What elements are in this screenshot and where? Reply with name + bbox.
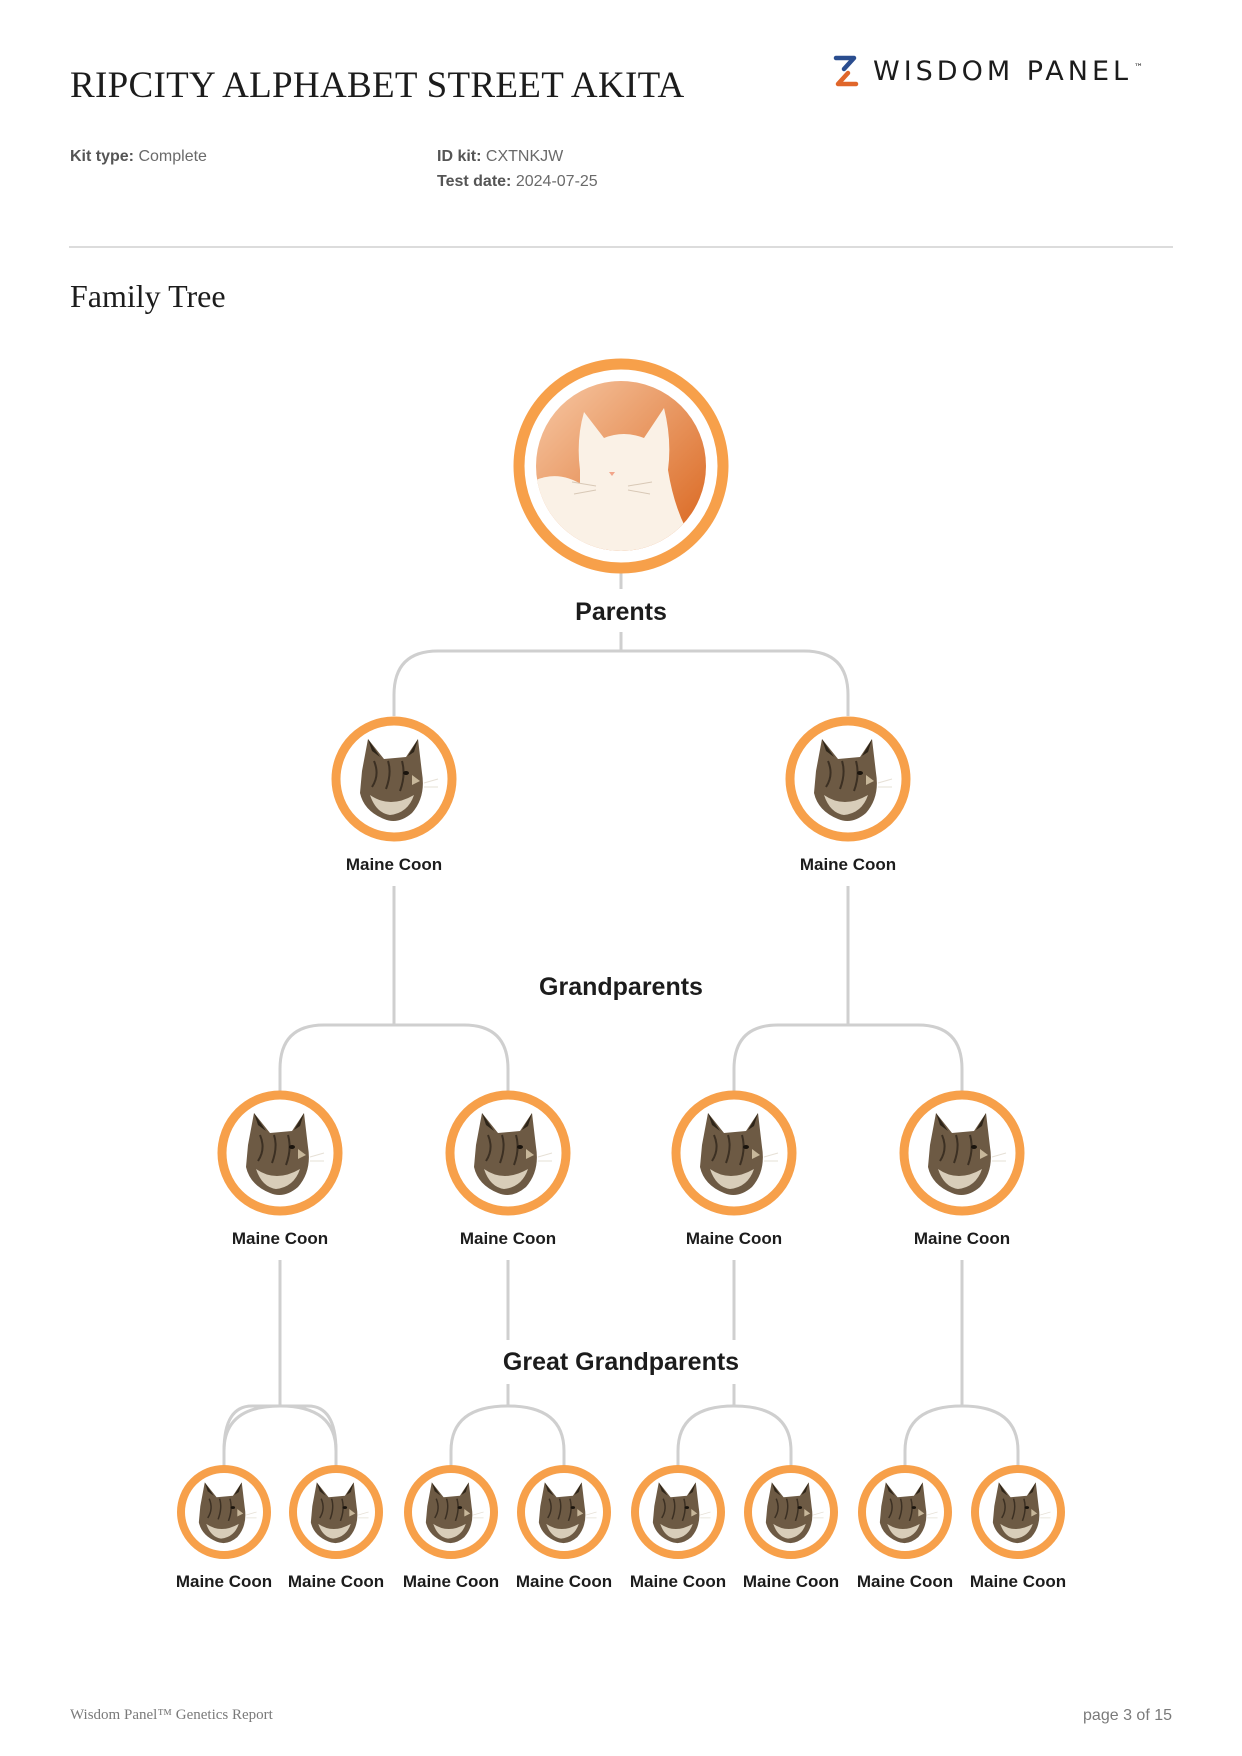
breed-label: Maine Coon xyxy=(403,1572,499,1591)
maine-coon-cat-portrait-icon xyxy=(301,1477,371,1547)
generation-label-great-grandparents: Great Grandparents xyxy=(503,1348,739,1376)
maine-coon-cat-portrait-icon xyxy=(915,1106,1009,1200)
footer-page-number: page 3 of 15 xyxy=(1083,1707,1172,1724)
kit-type: Kit type: Complete xyxy=(70,148,207,165)
great-grandparent-2-node xyxy=(289,1465,383,1559)
maine-coon-cat-portrait-icon xyxy=(529,1477,599,1547)
breed-label: Maine Coon xyxy=(630,1572,726,1591)
grandparent-1-node xyxy=(217,1090,343,1216)
great-grandparent-5-node xyxy=(631,1465,725,1559)
id-kit: ID kit: CXTNKJW xyxy=(437,148,564,165)
dog-name: RIPCITY ALPHABET STREET AKITA xyxy=(70,65,685,106)
breed-label: Maine Coon xyxy=(800,855,896,874)
subject-node xyxy=(513,358,729,574)
tree-connectors xyxy=(222,573,1020,1470)
header-divider xyxy=(69,246,1173,248)
test-date: Test date: 2024-07-25 xyxy=(437,173,598,190)
maine-coon-cat-portrait-icon xyxy=(643,1477,713,1547)
wisdom-panel-logo-icon xyxy=(833,55,859,87)
maine-coon-cat-portrait-icon xyxy=(233,1106,327,1200)
maine-coon-cat-portrait-icon xyxy=(983,1477,1053,1547)
footer-report-name: Wisdom Panel™ Genetics Report xyxy=(70,1707,273,1723)
maine-coon-cat-portrait-icon xyxy=(416,1477,486,1547)
great-grandparent-3-node xyxy=(404,1465,498,1559)
maine-coon-cat-portrait-icon xyxy=(687,1106,781,1200)
generation-label-parents: Parents xyxy=(575,598,667,626)
great-grandparent-4-node xyxy=(517,1465,611,1559)
maine-coon-cat-portrait-icon xyxy=(756,1477,826,1547)
great-grandparent-6-node xyxy=(744,1465,838,1559)
breed-label: Maine Coon xyxy=(516,1572,612,1591)
breed-label: Maine Coon xyxy=(743,1572,839,1591)
maine-coon-cat-portrait-icon xyxy=(189,1477,259,1547)
breed-label: Maine Coon xyxy=(346,855,442,874)
breed-label: Maine Coon xyxy=(857,1572,953,1591)
maine-coon-cat-portrait-icon xyxy=(347,732,441,826)
grandparent-3-node xyxy=(671,1090,797,1216)
breed-label: Maine Coon xyxy=(970,1572,1066,1591)
breed-label: Maine Coon xyxy=(460,1229,556,1248)
parent-2-node xyxy=(785,716,911,842)
great-grandparent-1-node xyxy=(177,1465,271,1559)
grandparent-2-node xyxy=(445,1090,571,1216)
parent-1-node xyxy=(331,716,457,842)
generation-label-grandparents: Grandparents xyxy=(539,973,703,1001)
section-title: Family Tree xyxy=(70,278,226,314)
breed-label: Maine Coon xyxy=(288,1572,384,1591)
breed-label: Maine Coon xyxy=(232,1229,328,1248)
breed-label: Maine Coon xyxy=(686,1229,782,1248)
cat-silhouette-icon xyxy=(536,381,706,551)
grandparent-4-node xyxy=(899,1090,1025,1216)
breed-label: Maine Coon xyxy=(176,1572,272,1591)
maine-coon-cat-portrait-icon xyxy=(461,1106,555,1200)
maine-coon-cat-portrait-icon xyxy=(870,1477,940,1547)
breed-label: Maine Coon xyxy=(914,1229,1010,1248)
maine-coon-cat-portrait-icon xyxy=(801,732,895,826)
great-grandparent-8-node xyxy=(971,1465,1065,1559)
great-grandparent-7-node xyxy=(858,1465,952,1559)
